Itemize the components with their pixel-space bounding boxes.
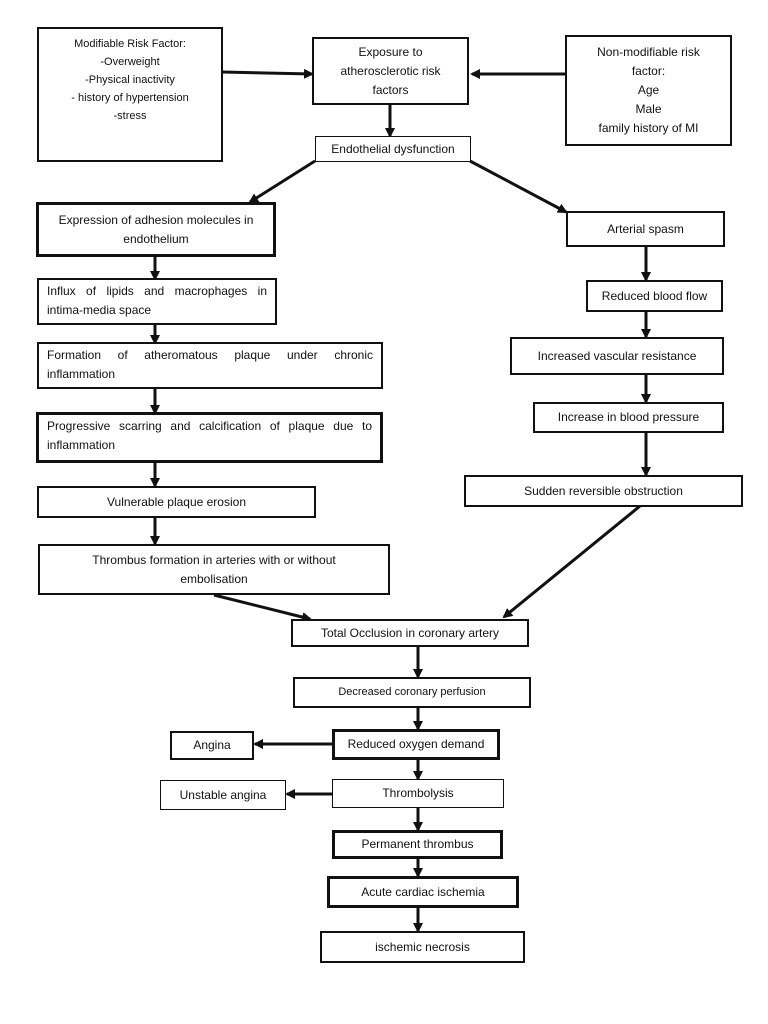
modifiable-item-hypertension: - history of hypertension [71,92,189,104]
angina-box: Angina [170,731,254,760]
adhesion-molecules-box: Expression of adhesion molecules in endo… [36,202,276,257]
adhesion-line-1: Expression of adhesion molecules in [58,212,254,227]
non-modifiable-title-2: factor: [631,64,666,78]
thrombolysis-label: Thrombolysis [382,786,454,800]
arrow-endothelial-to-adhesion [248,159,316,204]
ischemic-necrosis-box: ischemic necrosis [320,931,525,963]
scarring-line-1: Progressive scarring and calcification o… [47,419,372,433]
reversible-obstruction-box: Sudden reversible obstruction [464,475,743,507]
acute-ischemia-box: Acute cardiac ischemia [327,876,519,908]
unstable-angina-box: Unstable angina [160,780,286,810]
exposure-line-3: factors [372,82,409,97]
influx-line-1: Influx of lipids and macrophages in [47,284,267,298]
arrow-thrombus-to-occlusion [213,593,312,622]
arrow-endothelial-to-spasm [469,159,568,214]
angina-label: Angina [193,738,231,752]
scarring-line-2: inflammation [47,438,116,452]
non-modifiable-item-age: Age [637,83,660,97]
formation-line-1: Formation of atheromatous plaque under c… [47,348,373,362]
non-modifiable-item-family-history: family history of MI [598,121,699,135]
scarring-calcification-box: Progressive scarring and calcification o… [36,412,383,463]
permanent-thrombus-box: Permanent thrombus [332,830,503,859]
vascular-resistance-box: Increased vascular resistance [510,337,724,375]
total-occlusion-box: Total Occlusion in coronary artery [291,619,529,647]
oxygen-demand-box: Reduced oxygen demand [332,729,500,760]
ischemia-label: Acute cardiac ischemia [361,884,485,899]
modifiable-item-stress: -stress [113,110,147,122]
thrombus-line-2: embolisation [180,571,248,586]
non-modifiable-title-1: Non-modifiable risk [597,45,700,59]
exposure-box: Exposure to atherosclerotic risk factors [312,37,469,105]
non-modifiable-risk-factor-box: Non-modifiable risk factor: Age Male fam… [565,35,732,146]
perfusion-label: Decreased coronary perfusion [338,686,486,698]
pressure-label: Increase in blood pressure [557,410,700,424]
thrombus-line-1: Thrombus formation in arteries with or w… [92,552,336,567]
necrosis-label: ischemic necrosis [375,939,470,954]
modifiable-item-inactivity: -Physical inactivity [85,74,175,86]
influx-line-2: intima-media space [47,303,152,317]
non-modifiable-item-male: Male [635,102,662,116]
permanent-thrombus-label: Permanent thrombus [361,837,474,851]
flow-label: Reduced blood flow [601,288,708,303]
formation-line-2: inflammation [47,367,116,381]
obstruction-label: Sudden reversible obstruction [524,483,683,498]
thrombolysis-box: Thrombolysis [332,779,504,808]
exposure-line-2: atherosclerotic risk [340,63,441,78]
occlusion-label: Total Occlusion in coronary artery [320,625,500,640]
unstable-angina-label: Unstable angina [179,787,267,802]
resistance-label: Increased vascular resistance [537,348,697,363]
reduced-blood-flow-box: Reduced blood flow [586,280,723,312]
spasm-label: Arterial spasm [607,221,684,236]
modifiable-title: Modifiable Risk Factor: [74,38,186,50]
modifiable-item-overweight: -Overweight [100,56,160,68]
adhesion-line-2: endothelium [123,231,189,246]
endothelial-dysfunction-box: Endothelial dysfunction [315,136,471,162]
blood-pressure-box: Increase in blood pressure [533,402,724,433]
erosion-label: Vulnerable plaque erosion [107,494,246,509]
arrow-obstruction-to-occlusion [502,504,641,619]
modifiable-risk-factor-box: Modifiable Risk Factor: -Overweight -Phy… [37,27,223,162]
oxygen-label: Reduced oxygen demand [347,737,485,751]
endothelial-label: Endothelial dysfunction [331,141,455,156]
thrombus-formation-box: Thrombus formation in arteries with or w… [38,544,390,595]
lipid-influx-box: Influx of lipids and macrophages in inti… [37,278,277,325]
atheromatous-plaque-box: Formation of atheromatous plaque under c… [37,342,383,389]
coronary-perfusion-box: Decreased coronary perfusion [293,677,531,708]
arrow-modifiable-to-exposure [221,68,314,79]
arterial-spasm-box: Arterial spasm [566,211,725,247]
exposure-line-1: Exposure to [358,44,423,59]
plaque-erosion-box: Vulnerable plaque erosion [37,486,316,518]
